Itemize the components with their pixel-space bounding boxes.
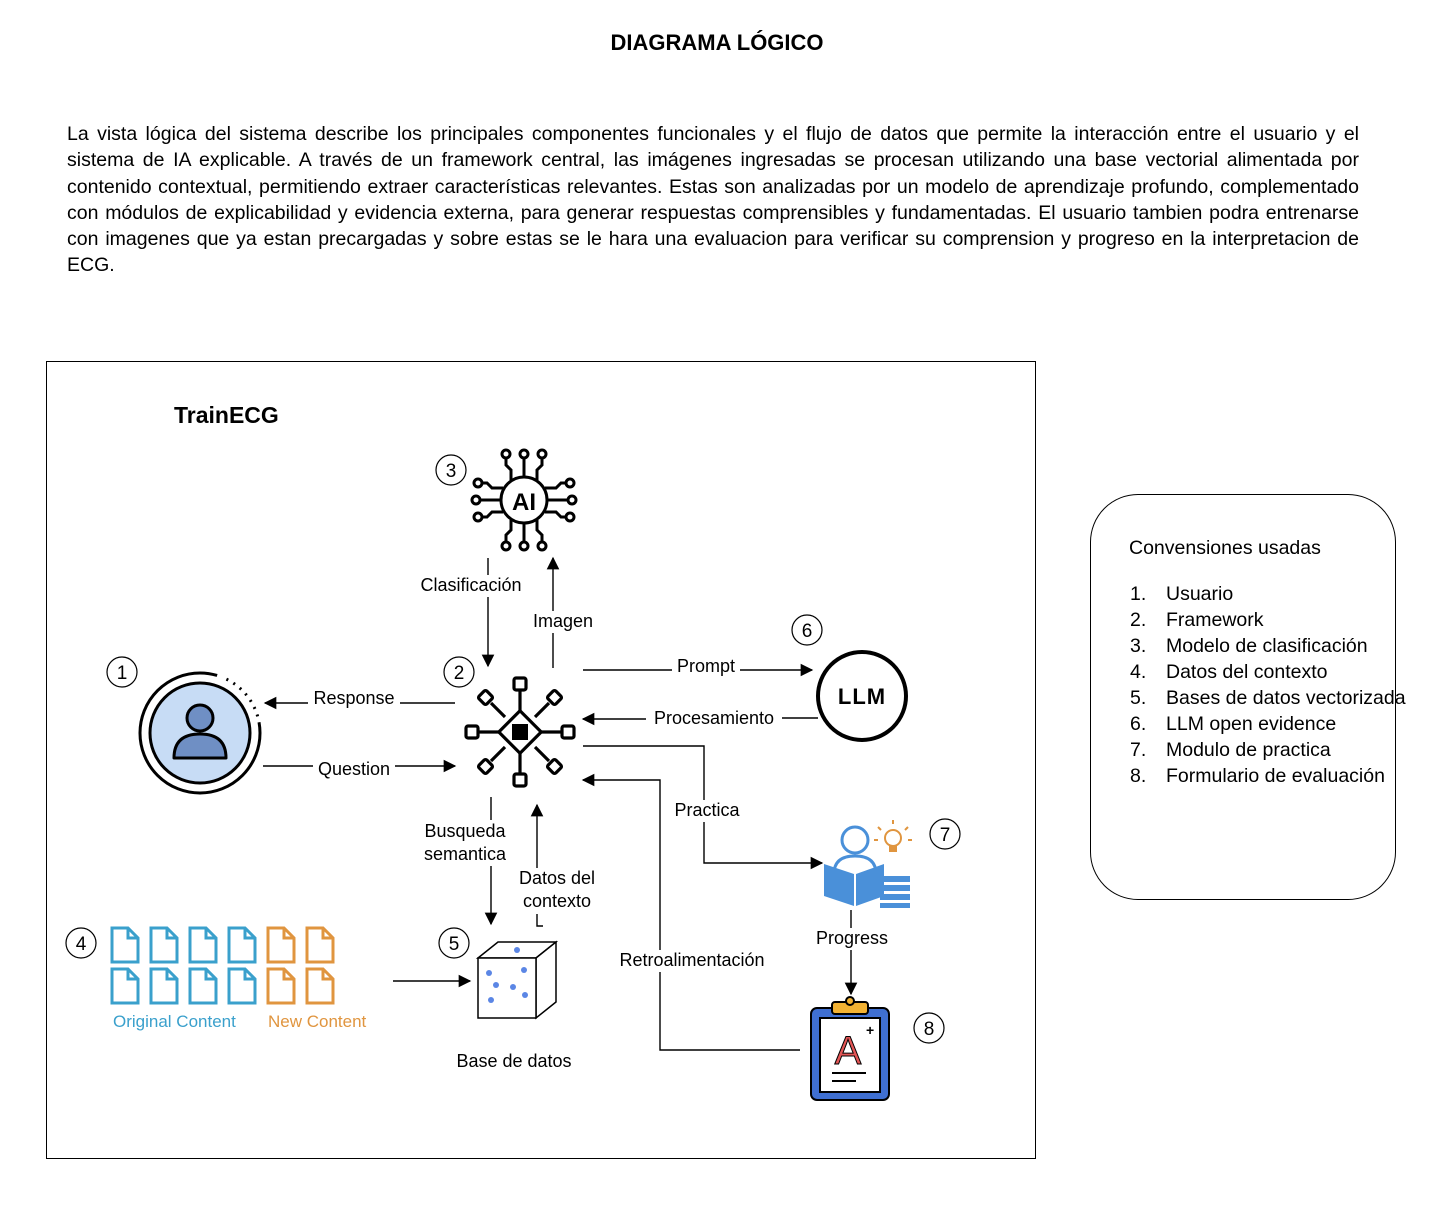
- llm-icon: LLM: [816, 650, 908, 742]
- caption-database: Base de datos: [456, 1051, 571, 1071]
- label-semantic-search-1: Busqueda: [424, 821, 506, 841]
- user-icon: [138, 671, 262, 795]
- label-context-data-1: Datos del: [519, 868, 595, 888]
- system-name: TrainECG: [174, 402, 279, 428]
- llm-text: LLM: [838, 684, 886, 709]
- label-prompt: Prompt: [677, 656, 735, 676]
- number-badges: [65, 454, 961, 1044]
- legend-title: Convensiones usadas: [1129, 537, 1321, 559]
- legend-list: 1.Usuario 2.Framework 3.Modelo de clasif…: [1130, 581, 1406, 789]
- label-question: Question: [318, 759, 390, 779]
- grade-letter: A: [835, 1029, 862, 1073]
- label-context-data-2: contexto: [523, 891, 591, 911]
- svg-text:+: +: [866, 1022, 874, 1038]
- label-classification: Clasificación: [420, 575, 521, 595]
- framework-chip-icon: [464, 676, 576, 788]
- label-semantic-search-2: semantica: [424, 844, 507, 864]
- legend-item: 2.Framework: [1130, 609, 1264, 631]
- database-cube-icon: [475, 940, 559, 1020]
- label-practice: Practica: [674, 800, 740, 820]
- legend-item: 1.Usuario: [1130, 583, 1234, 605]
- badge-4: 4: [76, 934, 87, 955]
- badge-5: 5: [449, 934, 460, 955]
- badge-6: 6: [802, 621, 813, 642]
- legend-item: 6.LLM open evidence: [1130, 713, 1337, 735]
- label-processing: Procesamiento: [654, 708, 774, 728]
- badge-7: 7: [940, 825, 951, 846]
- reader-idea-icon: [824, 820, 912, 908]
- caption-new-content: New Content: [268, 1012, 367, 1031]
- description-paragraph: La vista lógica del sistema describe los…: [67, 123, 1359, 277]
- diagram-frame: [46, 361, 1036, 1159]
- legend-item: 4.Datos del contexto: [1130, 661, 1328, 683]
- badge-1: 1: [117, 663, 128, 684]
- caption-original-content: Original Content: [113, 1012, 236, 1031]
- edge-feedback: [581, 773, 800, 1051]
- label-progress: Progress: [816, 928, 888, 948]
- edge-context-data: [530, 803, 544, 927]
- badge-3: 3: [446, 461, 457, 482]
- edge-labels: Response Question Clasificación Imagen P…: [308, 575, 894, 972]
- label-image: Imagen: [533, 611, 593, 631]
- legend-item: 7.Modulo de practica: [1130, 739, 1331, 761]
- ai-chip-icon: AI: [470, 448, 578, 552]
- ai-chip-text: AI: [512, 489, 536, 516]
- label-feedback: Retroalimentación: [619, 950, 764, 970]
- legend-item: 3.Modelo de clasificación: [1130, 635, 1368, 657]
- legend-item: 5.Bases de datos vectorizada: [1130, 687, 1406, 709]
- legend-item: 8.Formulario de evaluación: [1130, 765, 1385, 787]
- label-response: Response: [313, 688, 394, 708]
- badge-8: 8: [924, 1019, 935, 1040]
- number-badge-labels: 1 2 3 4 5 6 7 8: [76, 461, 951, 1040]
- legend-box: Convensiones usadas 1.Usuario 2.Framewor…: [1090, 494, 1406, 900]
- documents-icon: [110, 926, 335, 1005]
- badge-2: 2: [454, 663, 465, 684]
- page-title: DIAGRAMA LÓGICO: [610, 30, 824, 55]
- grade-clipboard-icon: A +: [810, 996, 890, 1101]
